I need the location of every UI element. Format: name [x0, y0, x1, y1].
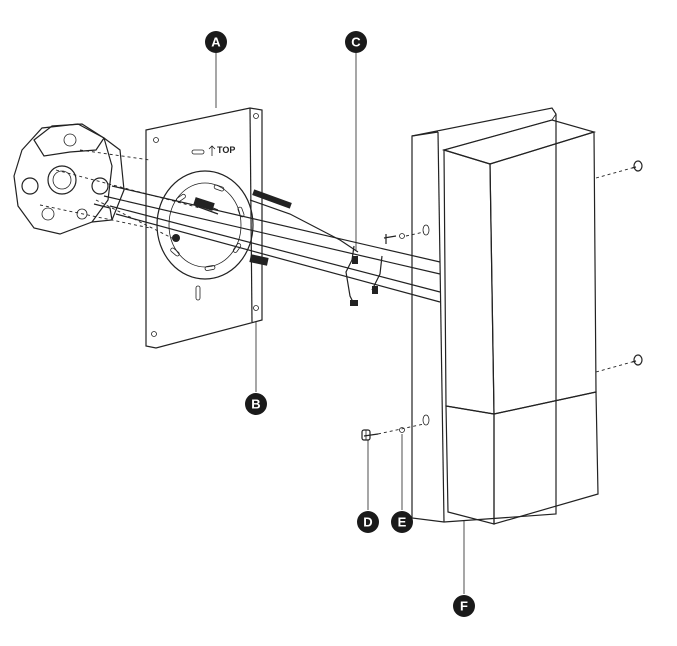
callout-letter: E	[398, 515, 407, 530]
fixture-backplate	[411, 107, 557, 523]
callout-letter: C	[351, 35, 361, 50]
callout-b: B	[245, 393, 267, 415]
callout-letter: A	[211, 35, 221, 50]
alignment-lines-screws	[377, 167, 633, 435]
callout-f: F	[453, 595, 475, 617]
mounting-screw-lower	[361, 429, 379, 441]
housing-screw-bottom	[631, 354, 643, 366]
callout-d: D	[357, 511, 379, 533]
callout-e: E	[391, 511, 413, 533]
callout-c: C	[345, 31, 367, 53]
leader-lines	[215, 52, 465, 594]
washer-lower	[399, 427, 405, 433]
callout-letter: B	[251, 397, 260, 412]
mounting-plate: TOP	[145, 107, 263, 349]
alignment-lines-box-to-plate	[39, 149, 201, 241]
fixture-housing	[441, 113, 599, 525]
housing-screw-top	[631, 160, 643, 172]
plate-screws	[172, 197, 269, 266]
top-marking: TOP	[217, 145, 235, 155]
callout-letter: F	[460, 599, 468, 614]
supply-wires	[103, 185, 441, 306]
mounting-screw-upper	[383, 233, 405, 244]
callout-a: A	[205, 31, 227, 53]
junction-box	[13, 123, 125, 235]
callout-letter: D	[363, 515, 372, 530]
